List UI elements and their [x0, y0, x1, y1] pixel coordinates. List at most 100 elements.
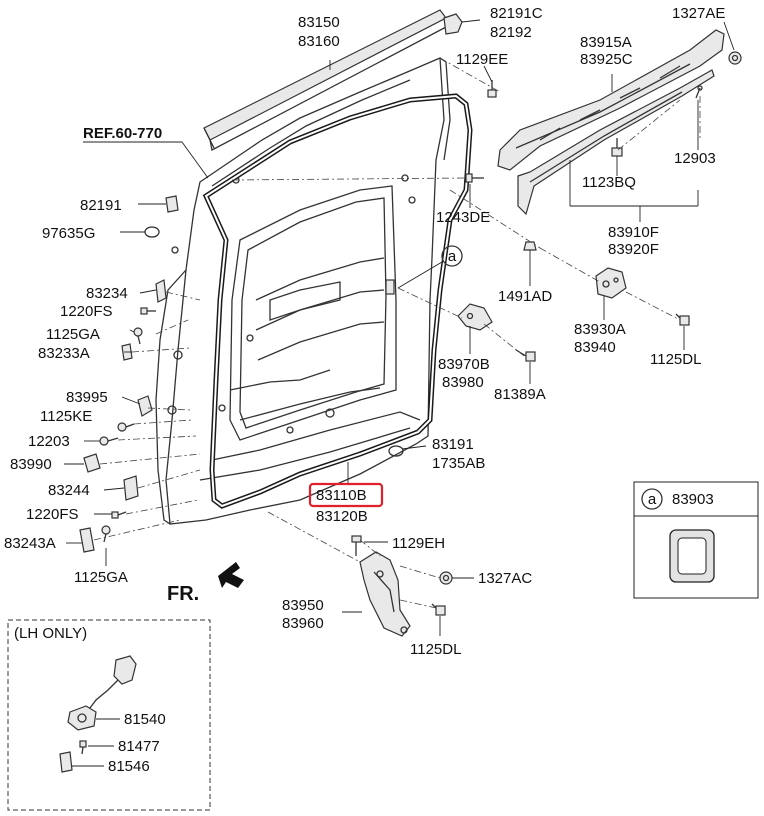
- screw-1125GA-upper: [133, 327, 143, 345]
- upper-rail-83910F: [517, 69, 715, 216]
- label-81546: 81546: [108, 758, 150, 775]
- label-ref-60-770: REF.60-770: [83, 125, 162, 142]
- actuator-cable: [89, 679, 119, 709]
- label-82191C: 82191C: [490, 5, 543, 22]
- label-83930A: 83930A: [574, 321, 626, 338]
- front-arrow-icon: [218, 562, 244, 588]
- label-1125DL-lower: 1125DL: [410, 641, 461, 658]
- upper-roller-arm-83915A: [497, 29, 725, 171]
- striker-83243A: [79, 527, 95, 553]
- label-1220FS-lower: 1220FS: [26, 506, 79, 523]
- label-83150: 83150: [298, 14, 340, 31]
- ref-leader: [181, 141, 209, 179]
- label-1735AB: 1735AB: [432, 455, 485, 472]
- label-83990: 83990: [10, 456, 52, 473]
- highlight-box: [308, 482, 384, 508]
- label-83120B: 83120B: [316, 508, 368, 525]
- label-1129EE: 1129EE: [456, 51, 508, 68]
- screw-1129EE: [487, 80, 497, 98]
- door-panel: [155, 57, 451, 525]
- screw-1220FS-upper: [140, 307, 156, 315]
- callout-a-marker: a: [397, 245, 463, 289]
- label-83980: 83980: [442, 374, 484, 391]
- reference-lines: [93, 57, 701, 609]
- label-83915A: 83915A: [580, 34, 632, 51]
- label-83243A: 83243A: [4, 535, 56, 552]
- label-1243DE: 1243DE: [436, 209, 490, 226]
- bolt-1327AE: [728, 51, 742, 65]
- lh-only-title: (LH ONLY): [14, 625, 87, 642]
- screw-81477-shank: [81, 746, 84, 755]
- label-1129EH: 1129EH: [392, 535, 445, 552]
- bolt-1125DL-upper: [675, 313, 690, 326]
- label-83244: 83244: [48, 482, 90, 499]
- hinge-83930A: [595, 267, 627, 299]
- label-83910F: 83910F: [608, 224, 659, 241]
- screw-1125KE: [117, 422, 135, 432]
- inset-a-circle: [641, 488, 663, 510]
- screw-12203: [99, 436, 119, 446]
- bracket-83990: [83, 453, 101, 473]
- pad-83903-inner: [677, 537, 707, 575]
- pin-12903: [695, 85, 703, 99]
- screw-1125GA-lower: [101, 525, 111, 543]
- label-83950: 83950: [282, 597, 324, 614]
- lh-only-box: (LH ONLY) 81540 81477 81546: [7, 619, 211, 811]
- label-83995: 83995: [66, 389, 108, 406]
- bolt-81389A: [515, 349, 536, 362]
- label-1491AD: 1491AD: [498, 288, 552, 305]
- label-1220FS-upper: 1220FS: [60, 303, 113, 320]
- nut-1491AD: [523, 241, 537, 251]
- bolt-1327AC: [439, 571, 453, 585]
- bolt-1125DL-lower: [431, 603, 446, 616]
- screw-1243DE: [465, 173, 484, 183]
- label-1125DL-upper: 1125DL: [650, 351, 701, 368]
- label-83110B: 83110B: [316, 487, 367, 504]
- label-83234: 83234: [86, 285, 128, 302]
- label-81540: 81540: [124, 711, 166, 728]
- leader-lines: [64, 19, 735, 636]
- bracket-81546: [59, 751, 73, 773]
- bolt-1123BQ: [611, 138, 623, 157]
- label-1125KE: 1125KE: [40, 408, 92, 425]
- bolt-1129EH: [351, 535, 362, 556]
- bracket-83995: [137, 395, 153, 417]
- fuel-door-81540: [67, 705, 97, 731]
- clip-82191: [165, 195, 179, 213]
- inset-a-label: a: [648, 491, 657, 508]
- label-83940: 83940: [574, 339, 616, 356]
- grommet-83191: [388, 445, 404, 457]
- door-seal-83110B: [202, 93, 473, 509]
- label-83233A: 83233A: [38, 345, 90, 362]
- callout-a-label: a: [448, 248, 457, 265]
- label-1125GA-upper: 1125GA: [46, 326, 100, 343]
- label-1327AE: 1327AE: [672, 5, 725, 22]
- clip-82191C: [443, 13, 463, 35]
- front-direction-indicator: FR.: [167, 562, 244, 605]
- label-83920F: 83920F: [608, 241, 659, 258]
- label-82192: 82192: [490, 24, 532, 41]
- label-12903: 12903: [674, 150, 716, 167]
- label-12203: 12203: [28, 433, 70, 450]
- label-81389A: 81389A: [494, 386, 546, 403]
- label-83970B: 83970B: [438, 356, 490, 373]
- bracket-83970B: [457, 303, 493, 331]
- inset-83903: a 83903: [633, 481, 759, 599]
- screw-1220FS-lower: [111, 511, 127, 519]
- front-label: FR.: [167, 583, 199, 605]
- label-1125GA-lower: 1125GA: [74, 569, 128, 586]
- label-1123BQ: 1123BQ: [582, 174, 636, 191]
- fuel-door-hole: [77, 713, 87, 723]
- label-1327AC: 1327AC: [478, 570, 532, 587]
- screw-81477: [79, 740, 87, 748]
- plug-97635G: [144, 226, 160, 238]
- actuator-81540-top: [113, 655, 137, 685]
- label-82191: 82191: [80, 197, 122, 214]
- label-83160: 83160: [298, 33, 340, 50]
- hinge-83234: [155, 279, 167, 303]
- label-83903: 83903: [672, 491, 714, 508]
- left-side-parts: [79, 279, 167, 553]
- label-83925C: 83925C: [580, 51, 633, 68]
- label-83191: 83191: [432, 436, 474, 453]
